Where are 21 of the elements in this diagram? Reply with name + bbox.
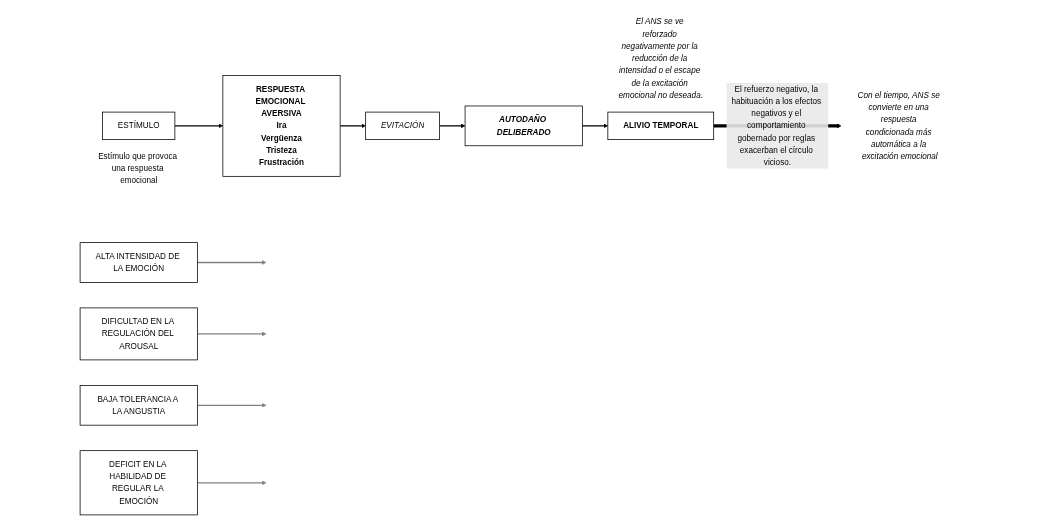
node-box: DEFICIT EN LA HABILIDAD DE REGULAR LA EMOCIÓN [79, 450, 198, 516]
edge-label: El refuerzo negativo, la habituación a los efectos negativos y el comportamiento gobernado por reglas exacerban el círculo vicioso. [731, 84, 821, 167]
arrow [196, 331, 267, 337]
arrow [339, 123, 366, 129]
node-box: ALTA INTENSIDAD DE LA EMOCIÓN [79, 242, 198, 283]
node-box: DIFICULTAD EN LA REGULACIÓN DEL AROUSAL [79, 307, 198, 361]
node-label: El ANS se ve reforzado negativamente por la reducción de la intensidad o el escape de la excitación emocional no deseada. [618, 17, 703, 100]
node-label: Estímulo que provoca una respuesta emocional [97, 151, 177, 186]
arrow [196, 260, 267, 265]
arrow [196, 403, 267, 408]
node-text: Con el tiempo, ANS se convierte en una respuesta condicionada más automática a la excitación emocional [857, 90, 940, 161]
node-box: BAJA TOLERANCIA A LA ANGUSTIA [79, 385, 198, 426]
node-box: ALIVIO TEMPORAL [607, 111, 714, 140]
arrow [438, 123, 465, 129]
node-box: EVITACIÓN [365, 111, 440, 140]
node-box: ESTÍMULO [101, 111, 175, 140]
arrow [581, 123, 608, 129]
node-box: AUTODAÑO DELIBERADO [464, 105, 583, 147]
arrow [173, 123, 223, 129]
arrow [196, 480, 267, 486]
node-box: RESPUESTA EMOCIONAL AVERSIVA Ira Vergüenza Tristeza Frustración [222, 75, 341, 177]
